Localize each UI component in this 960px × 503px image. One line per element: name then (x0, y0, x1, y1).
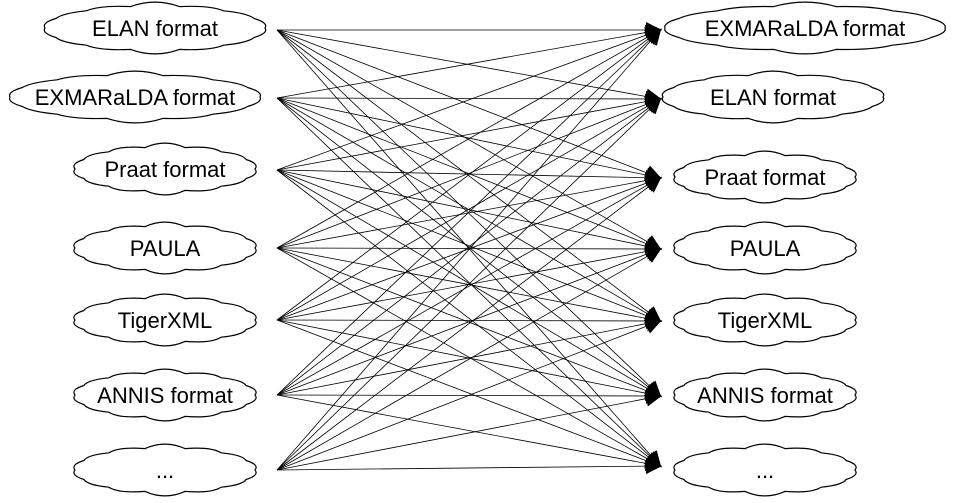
source-format-node-praat: Praat format (73, 142, 257, 196)
conversion-edge (276, 97, 662, 471)
cloud-shape (673, 221, 857, 275)
source-format-node-annis: ANNIS format (73, 368, 257, 422)
conversion-edge (276, 246, 662, 396)
cloud-shape (43, 1, 267, 55)
target-format-label: PAULA (730, 236, 801, 261)
cloud-shape (673, 150, 857, 204)
target-format-node-praat: Praat format (673, 150, 857, 204)
conversion-edge (276, 318, 662, 471)
target-format-node-more: ... (673, 443, 857, 497)
cloud-shape (673, 293, 857, 347)
target-format-label: ELAN format (710, 85, 836, 110)
target-format-label: ANNIS format (697, 383, 833, 408)
cloud-shape (73, 443, 257, 497)
source-format-label: TigerXML (118, 308, 213, 333)
source-format-node-paula: PAULA (73, 221, 257, 275)
conversion-edge (276, 319, 662, 469)
cloud-shape (73, 293, 257, 347)
target-format-node-annis: ANNIS format (673, 368, 857, 422)
target-format-label: Praat format (704, 165, 825, 190)
target-format-label: ... (756, 458, 774, 483)
conversion-edge (276, 169, 662, 398)
cloud-shape (8, 70, 262, 124)
conversion-edge (276, 248, 662, 471)
target-format-node-tigerxml: TigerXML (673, 293, 857, 347)
conversion-edge (276, 312, 662, 329)
conversion-edge (276, 175, 662, 321)
conversion-edge (276, 28, 662, 396)
conversion-edge (276, 247, 662, 467)
conversion-edge (276, 93, 662, 171)
target-format-label: EXMARaLDA format (705, 16, 906, 41)
conversion-edge (276, 28, 662, 471)
conversion-edge (276, 29, 662, 181)
conversion-edge (276, 96, 662, 249)
cloud-shape (673, 368, 857, 422)
target-format-node-paula: PAULA (673, 221, 857, 275)
source-format-label: PAULA (130, 236, 201, 261)
conversion-edge (276, 390, 662, 471)
conversion-edge (276, 97, 662, 468)
conversion-edge (276, 98, 662, 321)
conversion-edge (276, 27, 662, 171)
cloud-shape (661, 70, 885, 124)
source-format-node-more: ... (73, 443, 257, 497)
conversion-edge (276, 29, 662, 105)
target-format-label: TigerXML (718, 308, 813, 333)
conversion-edge (276, 24, 662, 99)
source-format-label: ELAN format (92, 16, 218, 41)
conversion-edge (276, 169, 662, 186)
conversion-edges (276, 22, 662, 475)
conversion-edge (276, 90, 662, 107)
conversion-edge (276, 29, 662, 249)
target-format-node-elan: ELAN format (661, 70, 885, 124)
conversion-edge (276, 458, 662, 475)
source-format-label: Praat format (104, 157, 225, 182)
conversion-edge (276, 169, 662, 324)
cloud-shape (673, 443, 857, 497)
cloud-shape (73, 142, 257, 196)
cloud-shape (73, 221, 257, 275)
source-format-label: ANNIS format (97, 383, 233, 408)
cloud-shape (73, 368, 257, 422)
conversion-edge (276, 176, 662, 471)
cloud-shape (664, 1, 946, 55)
conversion-edge (276, 177, 662, 396)
conversion-edge (276, 97, 662, 183)
source-format-label: EXMARaLDA format (35, 85, 236, 110)
source-format-node-elan: ELAN format (43, 1, 267, 55)
conversion-edge (276, 28, 662, 321)
source-format-node-exmaralda: EXMARaLDA format (8, 70, 262, 124)
conversion-edge (276, 97, 662, 396)
source-format-node-tigerxml: TigerXML (73, 293, 257, 347)
conversion-edge (276, 29, 662, 250)
target-format-node-exmaralda: EXMARaLDA format (664, 1, 946, 55)
source-format-label: ... (156, 458, 174, 483)
conversion-edge (276, 315, 662, 396)
conversion-edge (276, 240, 662, 257)
conversion-edge (276, 394, 662, 472)
conversion-edge (276, 169, 662, 468)
conversion-edge (276, 29, 662, 468)
